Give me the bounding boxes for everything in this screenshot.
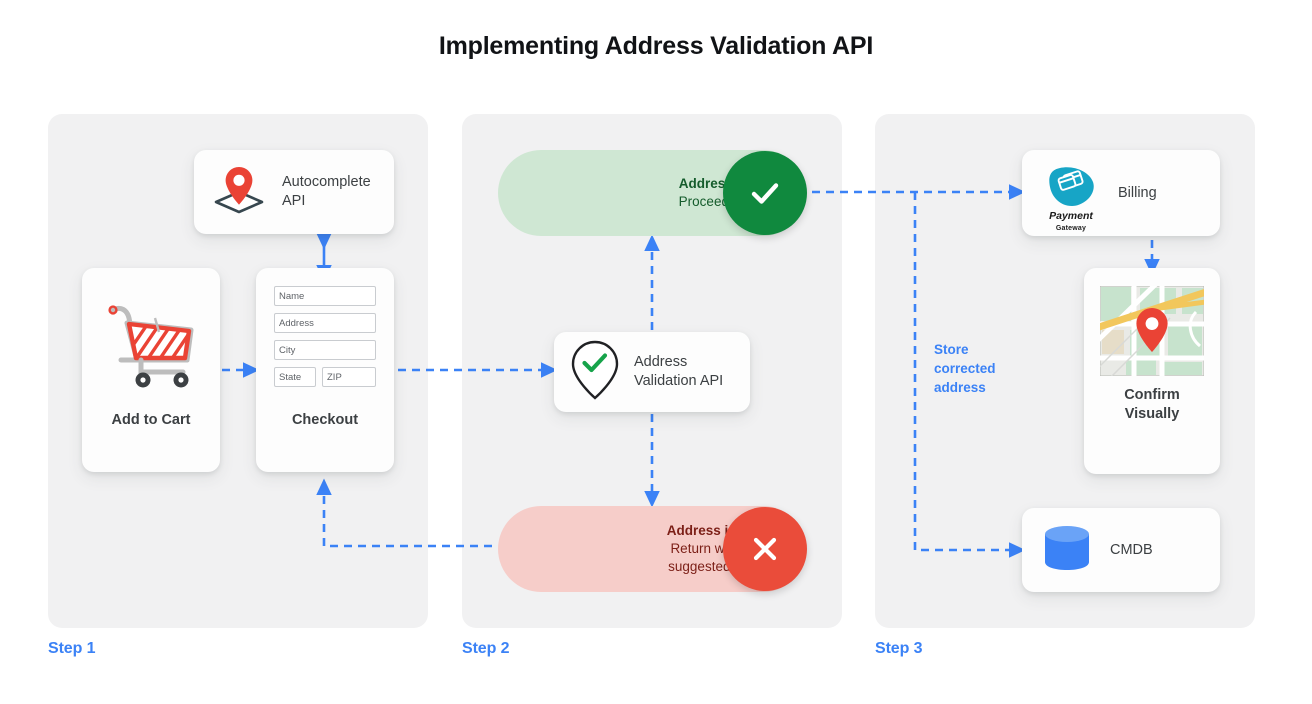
page-title: Implementing Address Validation API [438,32,874,60]
confirm-visually-card[interactable]: Confirm Visually [1084,268,1220,474]
city-field[interactable]: City [274,340,376,360]
payment-gateway-logo: Payment Gateway [1038,166,1104,232]
name-field[interactable]: Name [274,286,376,306]
map-pin-diamond-icon [208,161,270,224]
autocomplete-api-card[interactable]: Autocomplete API [194,150,394,234]
close-badge [723,507,807,591]
address-field[interactable]: Address [274,313,376,333]
payment-gateway-wordmark: Payment [1049,209,1093,222]
state-zip-row: State ZIP [274,367,376,387]
close-icon [753,537,777,561]
checkout-caption: Checkout [291,412,359,428]
state-field[interactable]: State [274,367,316,387]
add-to-cart-caption: Add to Cart [111,412,191,428]
add-to-cart-card[interactable]: Add to Cart [82,268,220,472]
step-1-label: Step 1 [48,640,96,657]
address-validation-api-card[interactable]: Address Validation API [554,332,750,412]
autocomplete-api-label: Autocomplete API [282,174,371,209]
pin-check-icon [570,339,620,406]
cmdb-card[interactable]: CMDB [1022,508,1220,592]
step-2-label: Step 2 [462,640,510,657]
check-icon [751,183,779,204]
billing-label: Billing [1118,185,1157,201]
address-valid-pill: Address is valid. Proceed to billing. [498,150,807,236]
check-badge [723,151,807,235]
checkout-card[interactable]: Name Address City State ZIP Checkout [256,268,394,472]
zip-field[interactable]: ZIP [322,367,376,387]
billing-card[interactable]: Payment Gateway Billing [1022,150,1220,236]
payment-gateway-subtext: Gateway [1055,225,1087,232]
address-invalid-pill: Address is invalid. Return with Google s… [498,506,807,592]
step-3-label: Step 3 [875,640,923,657]
cmdb-label: CMDB [1110,542,1153,558]
store-corrected-address-note: Store corrected address [934,342,996,396]
database-cylinder-icon [1042,524,1092,577]
confirm-visually-caption: Confirm Visually [1124,387,1180,422]
address-validation-api-label: Address Validation API [634,354,724,389]
checkout-form: Name Address City State ZIP [274,286,376,387]
shopping-cart-icon [99,290,203,399]
map-thumbnail-icon [1092,278,1208,381]
